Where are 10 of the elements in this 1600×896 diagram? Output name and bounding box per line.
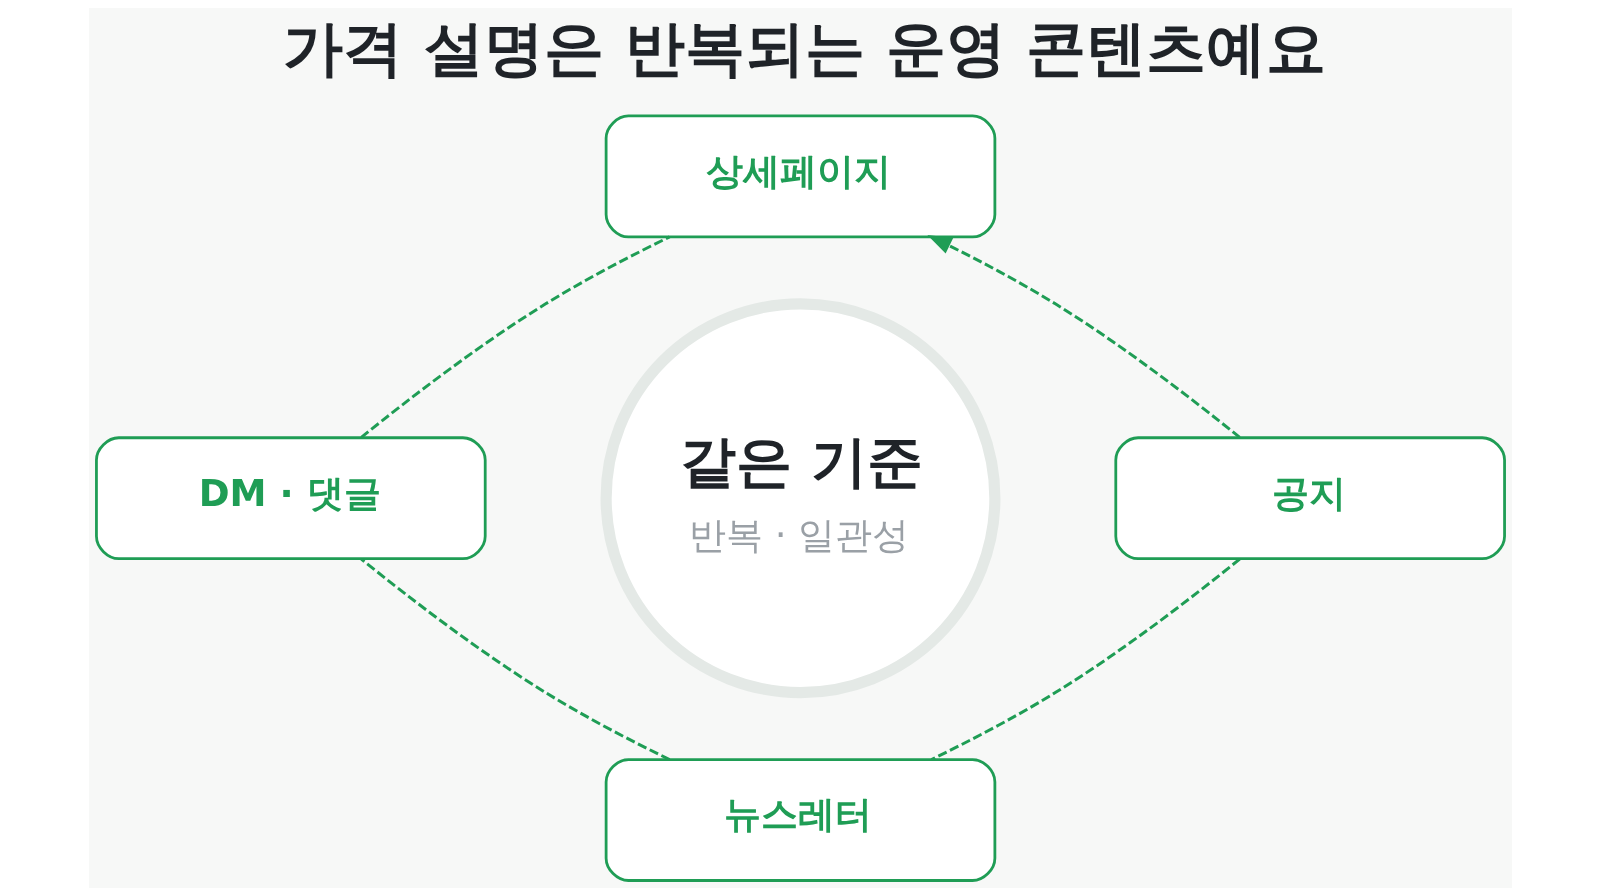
node-box: 상세페이지 [604, 114, 996, 239]
node-box: DM · 댓글 [94, 436, 487, 561]
arrow [926, 234, 1241, 439]
connector [359, 557, 670, 761]
connector [359, 235, 670, 439]
node-box: 뉴스레터 [604, 758, 996, 882]
node-circle: 같은 기준 반복 · 일관성 [600, 298, 1000, 699]
node-box: 공지 [1113, 436, 1506, 561]
connector [930, 557, 1241, 761]
diagram-title: 가격 설명은 반복되는 운영 콘텐츠예요 [282, 13, 1326, 83]
